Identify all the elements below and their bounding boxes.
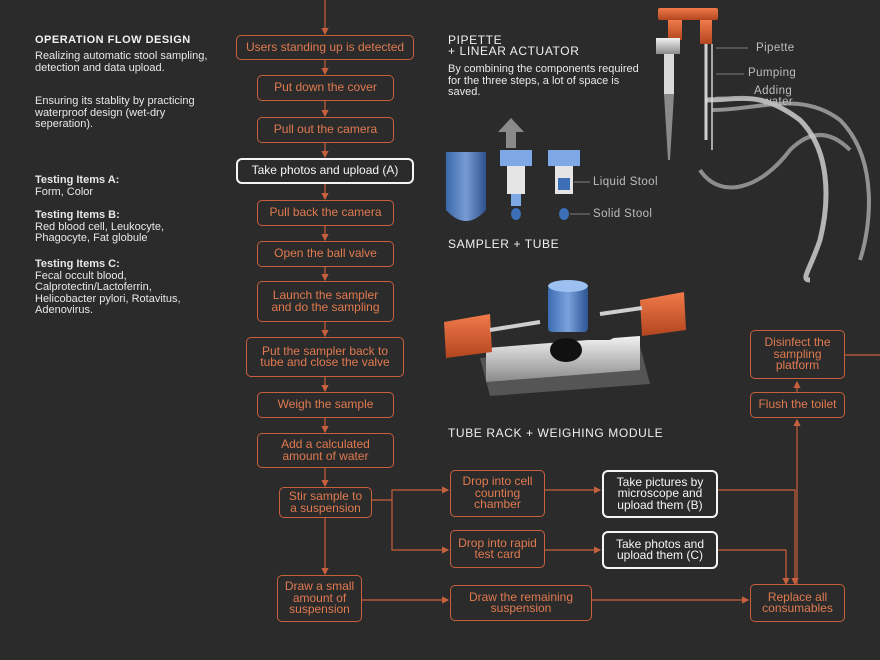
testing-items-b-head: Testing Items B:: [35, 209, 120, 221]
step-disinfect-platform: Disinfect the sampling platform: [750, 330, 845, 379]
step-drop-rapid-test: Drop into rapid test card: [450, 530, 545, 568]
step-microscope-upload-b: Take pictures by microscope and upload t…: [602, 470, 718, 518]
step-open-ball-valve: Open the ball valve: [257, 241, 394, 267]
step-pull-back-camera: Pull back the camera: [257, 200, 394, 226]
step-put-down-cover: Put down the cover: [257, 75, 394, 101]
step-replace-consumables: Replace all consumables: [750, 584, 845, 622]
label-pipette: Pipette: [756, 42, 795, 54]
step-pull-out-camera: Pull out the camera: [257, 117, 394, 143]
step-flush-toilet: Flush the toilet: [750, 392, 845, 418]
sampler-tube-illustration: [446, 118, 590, 221]
testing-items-b-body: Red blood cell, Leukocyte, Phagocyte, Fa…: [35, 220, 165, 244]
tube-rack-illustration: [444, 280, 686, 396]
step-weigh-sample: Weigh the sample: [257, 392, 394, 418]
step-stir-sample: Stir sample to a suspension: [279, 487, 372, 518]
step-add-water: Add a calculated amount of water: [257, 433, 394, 468]
label-liquid-stool: Liquid Stool: [593, 176, 658, 188]
label-adding: Adding: [754, 85, 793, 97]
pipette-description: By combining the components required for…: [448, 63, 639, 98]
panel-title: OPERATION FLOW DESIGN: [35, 34, 191, 46]
step-drop-cell-chamber: Drop into cell counting chamber: [450, 470, 545, 517]
testing-items-a-head: Testing Items A:: [35, 174, 120, 186]
testing-items-c-body: Fecal occult blood, Calprotectin/Lactofe…: [35, 269, 181, 316]
pipette-illustration: [656, 8, 871, 283]
step-draw-remaining: Draw the remaining suspension: [450, 585, 592, 621]
step-take-photos-a: Take photos and upload (A): [236, 158, 414, 184]
testing-items-c: Testing Items C: Fecal occult blood, Cal…: [35, 258, 215, 317]
label-water: water: [763, 96, 794, 108]
pipette-title-1: PIPETTE: [448, 33, 503, 47]
pipette-title-2: + LINEAR ACTUATOR: [448, 44, 580, 58]
step-put-sampler-back: Put the sampler back to tube and close t…: [246, 337, 404, 377]
step-draw-small-amount: Draw a small amount of suspension: [277, 575, 362, 622]
testing-items-c-head: Testing Items C:: [35, 258, 120, 270]
intro-paragraph: Realizing automatic stool sampling, dete…: [35, 50, 208, 74]
step-launch-sampler: Launch the sampler and do the sampling: [257, 281, 394, 322]
stability-paragraph: Ensuring its stablity by practicing wate…: [35, 95, 195, 130]
label-pumping: Pumping: [748, 67, 797, 79]
step-user-detected: Users standing up is detected: [236, 35, 414, 60]
sampler-caption: SAMPLER + TUBE: [448, 237, 560, 251]
testing-items-b: Testing Items B: Red blood cell, Leukocy…: [35, 209, 215, 245]
label-solid-stool: Solid Stool: [593, 208, 653, 220]
step-photos-upload-c: Take photos and upload them (C): [602, 531, 718, 569]
testing-items-a: Testing Items A: Form, Color: [35, 174, 215, 198]
testing-items-a-body: Form, Color: [35, 185, 94, 198]
rack-caption: TUBE RACK + WEIGHING MODULE: [448, 426, 664, 440]
